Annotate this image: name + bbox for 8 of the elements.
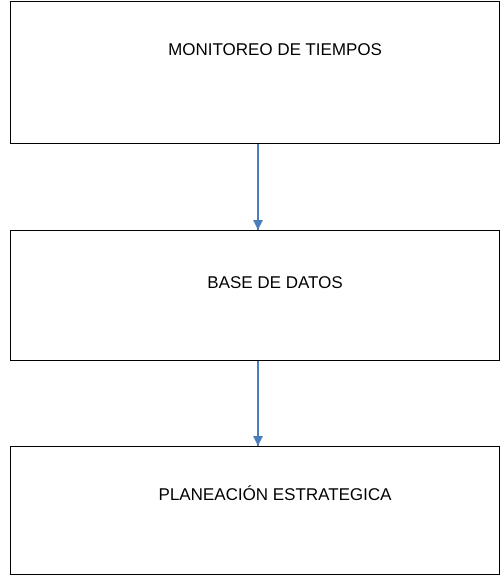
arrow (253, 144, 263, 230)
process-box (10, 230, 500, 361)
box-label: PLANEACIÓN ESTRATEGICA (157, 485, 392, 505)
arrow (253, 361, 263, 446)
box-label: MONITOREO DE TIEMPOS (167, 40, 383, 60)
process-box (10, 446, 500, 575)
process-box (10, 1, 500, 144)
box-label: BASE DE DATOS (206, 273, 344, 293)
